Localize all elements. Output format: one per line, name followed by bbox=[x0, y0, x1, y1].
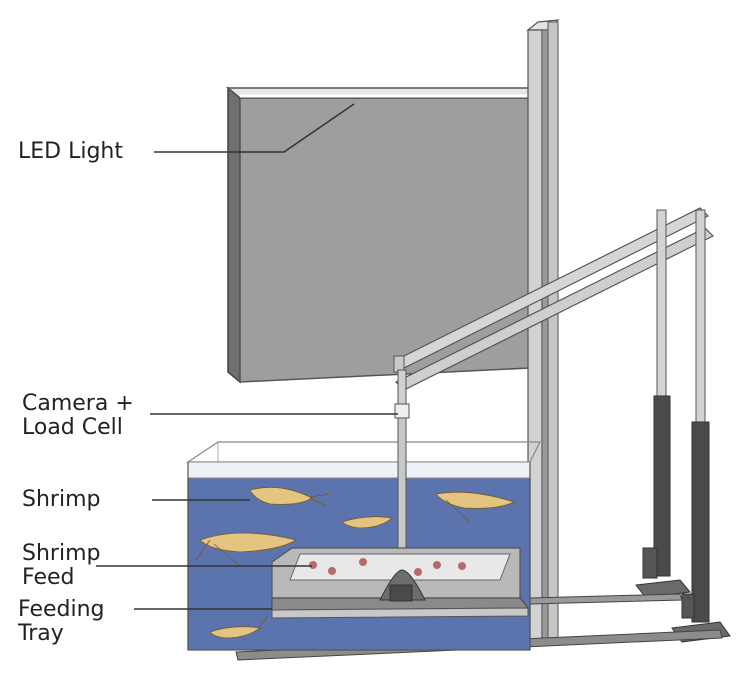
shrimp-1 bbox=[249, 486, 331, 507]
label-led-light: LED Light bbox=[18, 139, 123, 164]
label-shrimp: Shrimp bbox=[22, 487, 101, 512]
shrimp-group bbox=[195, 486, 516, 639]
feed-pellets bbox=[309, 558, 466, 576]
shrimp-4 bbox=[435, 491, 516, 523]
shrimp-3 bbox=[341, 516, 393, 529]
label-camera-load-cell: Camera +Load Cell bbox=[22, 391, 134, 440]
feeding-tray bbox=[271, 547, 530, 619]
shrimp-2 bbox=[195, 532, 298, 567]
led-light-panel bbox=[225, 86, 540, 384]
vertical-post bbox=[526, 19, 560, 647]
shrimp-5 bbox=[209, 615, 269, 639]
camera-rod bbox=[394, 369, 410, 595]
adjustable-legs bbox=[635, 209, 731, 643]
leader-lines bbox=[96, 103, 398, 610]
leader-led-light bbox=[154, 103, 355, 153]
